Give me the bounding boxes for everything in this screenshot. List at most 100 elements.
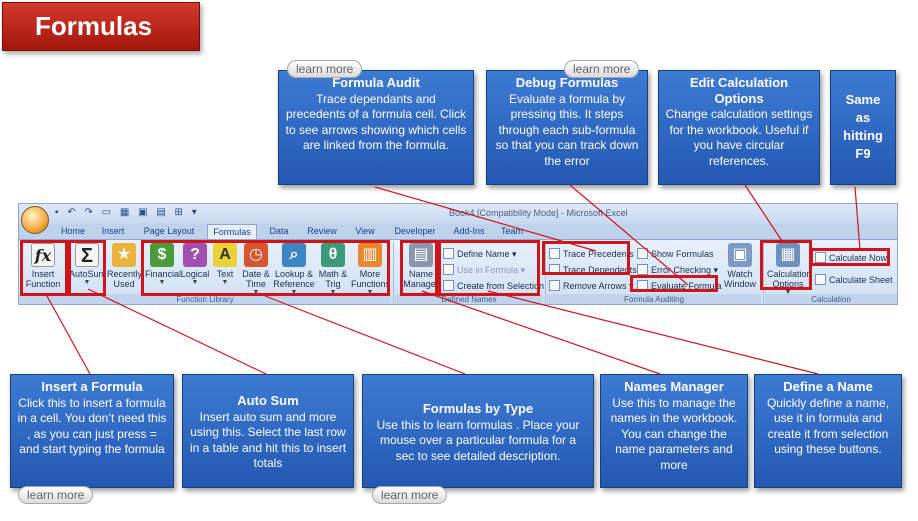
button-label: Logical [180, 269, 210, 279]
learn-more-insert-formula[interactable]: learn more [18, 486, 94, 504]
tab-review[interactable]: Review [307, 226, 337, 236]
book-financial-icon: $ [150, 243, 174, 267]
calculate-now-button[interactable]: Calculate Now [815, 251, 887, 265]
chevron-down-icon: ▼ [158, 279, 166, 286]
learn-more-debug-formulas[interactable]: learn more [564, 60, 640, 78]
callout-formulas-by-type: Formulas by Type Use this to learn formu… [362, 374, 594, 488]
group-separator [393, 242, 394, 304]
button-label: Lookup & Reference [273, 269, 315, 289]
callout-names-manager: Names Manager Use this to manage the nam… [600, 374, 748, 488]
text-button[interactable]: A Text ▼ [211, 243, 239, 286]
button-label: Insert Function [25, 269, 61, 289]
callout-title: Auto Sum [237, 393, 299, 408]
remove-arrows-button[interactable]: Remove Arrows ▾ [549, 279, 634, 293]
book-star-icon: ★ [112, 243, 136, 267]
office-button-icon[interactable] [21, 206, 49, 234]
books-stack-icon: ▥ [358, 243, 382, 267]
fx-icon: fx [31, 243, 55, 267]
tab-data[interactable]: Data [269, 226, 289, 236]
callout-title: Define a Name [783, 379, 873, 394]
callout-define-name: Define a Name Quickly define a name, use… [754, 374, 902, 488]
chevron-down-icon: ▼ [191, 279, 199, 286]
highlight-insert-function [20, 240, 68, 296]
financial-button[interactable]: $ Financial ▼ [145, 243, 182, 286]
highlight-autosum [68, 240, 106, 296]
tab-home[interactable]: Home [60, 226, 85, 236]
highlight-name-manager [400, 240, 438, 296]
tab-add-ins[interactable]: Add-Ins [453, 226, 485, 236]
button-label: Name Manager [403, 269, 439, 289]
ribbon-tabs: Home Insert Page Layout Formulas Data Re… [19, 224, 897, 239]
callout-body: Evaluate a formula by pressing this. It … [495, 91, 639, 168]
callout-body: Use this to manage the names in the work… [610, 395, 738, 472]
callout-title: Insert a Formula [41, 379, 143, 394]
callout-body: Use this to learn formulas . Place your … [376, 417, 580, 463]
callout-formula-audit: Formula Audit Trace dependants and prece… [278, 70, 474, 185]
tab-insert[interactable]: Insert [101, 226, 125, 236]
button-label: More Functions [351, 269, 391, 289]
button-label: AutoSum [69, 269, 107, 279]
calculate-sheet-icon [815, 274, 826, 285]
callout-body: Insert auto sum and more using this. Sel… [189, 409, 347, 471]
date-time-button[interactable]: ◷ Date & Time ▼ [240, 243, 272, 296]
use-in-formula-button[interactable]: Use in Formula ▾ [443, 263, 525, 277]
learn-more-formulas-by-type[interactable]: learn more [372, 486, 448, 504]
callout-insert-formula: Insert a Formula Click this to insert a … [10, 374, 174, 488]
chevron-down-icon: ▼ [329, 289, 337, 296]
book-magnifier-icon: ⌕ [282, 243, 306, 267]
tab-formulas[interactable]: Formulas [207, 224, 257, 239]
tab-developer[interactable]: Developer [394, 226, 436, 236]
chevron-down-icon: ▼ [83, 279, 91, 286]
calculator-icon: ▦ [776, 243, 800, 267]
group-label-formula-auditing: Formula Auditing [547, 294, 761, 304]
chevron-down-icon: ▼ [290, 289, 298, 296]
button-label: Recently Used [107, 269, 143, 289]
callout-title: Edit Calculation Options [689, 75, 789, 106]
autosum-button[interactable]: Σ AutoSum ▼ [69, 243, 107, 286]
calculate-sheet-button[interactable]: Calculate Sheet [815, 273, 893, 287]
highlight-function-categories [141, 240, 390, 296]
button-label: Calculation Options [767, 269, 812, 289]
fx-small-icon [443, 264, 454, 275]
callout-body: Click this to insert a formula in a cell… [17, 395, 167, 457]
quick-access-toolbar: ▪ ↶ ↷ ▭ ▦ ▣ ▤ ⊞ ▾ Book4 [Compatibility M… [19, 204, 897, 224]
callout-edit-calculation: Edit Calculation Options Change calculat… [658, 70, 820, 185]
watch-window-icon: ▣ [728, 243, 752, 267]
sigma-icon: Σ [75, 243, 99, 267]
more-functions-button[interactable]: ▥ More Functions ▼ [351, 243, 391, 296]
tab-page-layout[interactable]: Page Layout [143, 226, 195, 236]
highlight-defined-names [438, 240, 540, 296]
callout-title: Formula Audit [332, 75, 420, 90]
page-title: Formulas [2, 2, 200, 51]
watch-window-button[interactable]: ▣ Watch Window [721, 243, 759, 289]
highlight-calculation-options [760, 240, 812, 290]
book-clock-icon: ◷ [244, 243, 268, 267]
callout-title: Debug Formulas [515, 75, 619, 90]
button-label: Watch Window [723, 269, 756, 289]
show-formulas-button[interactable]: Show Formulas [637, 247, 714, 261]
callout-body: Trace dependants and precedents of a for… [285, 91, 467, 153]
callout-title: Same as hitting F9 [843, 92, 883, 161]
callout-auto-sum: Auto Sum Insert auto sum and more using … [182, 374, 354, 488]
quick-access-icons: ▪ ↶ ↷ ▭ ▦ ▣ ▤ ⊞ ▾ [55, 207, 200, 218]
callout-body: Quickly define a name, use it in formula… [766, 395, 890, 457]
callout-debug-formulas: Debug Formulas Evaluate a formula by pre… [486, 70, 648, 185]
highlight-calculate-now [810, 248, 890, 266]
error-checking-icon [637, 264, 648, 275]
callout-title: Names Manager [624, 379, 724, 394]
highlight-trace-buttons [542, 241, 630, 275]
tab-view[interactable]: View [355, 226, 375, 236]
tab-team[interactable]: Team [500, 226, 523, 236]
logical-button[interactable]: ? Logical ▼ [179, 243, 211, 286]
math-trig-button[interactable]: θ Math & Trig ▼ [317, 243, 349, 296]
learn-more-formula-audit[interactable]: learn more [287, 60, 363, 78]
lookup-reference-button[interactable]: ⌕ Lookup & Reference ▼ [273, 243, 315, 296]
chevron-down-icon: ▼ [366, 289, 374, 296]
insert-function-button[interactable]: fx Insert Function [23, 243, 63, 289]
highlight-evaluate-formula [630, 275, 718, 292]
recently-used-button[interactable]: ★ Recently Used [107, 243, 143, 289]
callout-body: Change calculation settings for the work… [665, 107, 813, 168]
group-label-calculation: Calculation [765, 294, 897, 304]
chevron-down-icon: ▼ [221, 279, 229, 286]
button-label: Financial [145, 269, 182, 279]
